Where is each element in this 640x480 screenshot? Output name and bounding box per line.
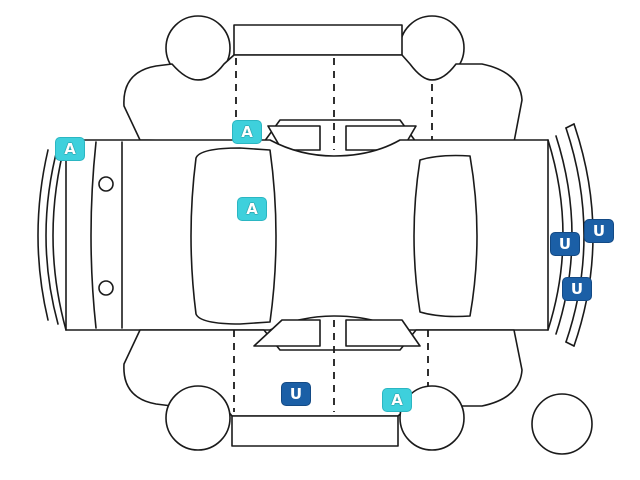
rear-bumper-cap-top (565, 123, 575, 129)
headlight-left (98, 176, 114, 192)
front-wheel-bottom (165, 385, 231, 451)
front-window-bottom (253, 319, 321, 347)
rear-window (413, 154, 478, 318)
headlight-right (98, 280, 114, 296)
rear-bumper-3 (565, 127, 585, 343)
damage-marker-a-rear-fender[interactable]: A (382, 388, 412, 412)
damage-marker-a-hood[interactable]: A (237, 197, 267, 221)
damage-marker-u-rear-bumper-upper[interactable]: U (584, 219, 614, 243)
damage-marker-a-front-bumper[interactable]: A (55, 137, 85, 161)
rear-wheel-bottom (399, 385, 465, 451)
damage-marker-u-rear-bumper-lower[interactable]: U (562, 277, 592, 301)
body-side-top (123, 54, 523, 143)
front-bumper-outer-2 (45, 145, 59, 325)
front-bumper-outer (52, 139, 67, 331)
rear-window-bottom (345, 319, 421, 347)
rear-bumper-cap-bottom (565, 341, 575, 347)
damage-marker-u-rear-door[interactable]: U (281, 382, 311, 406)
rocker-panel-bottom (231, 415, 399, 447)
top-view (37, 123, 594, 347)
front-bumper-inner (90, 141, 97, 329)
spare-wheel (531, 393, 593, 455)
side-view-bottom (123, 319, 523, 451)
front-bumper-outer-3 (37, 149, 49, 321)
rocker-panel-top (233, 24, 403, 56)
side-view-top (123, 15, 523, 151)
front-window-top (267, 125, 321, 151)
damage-marker-u-rear-bumper-middle[interactable]: U (550, 232, 580, 256)
damage-marker-a-pillar[interactable]: A (232, 120, 262, 144)
windshield (190, 147, 277, 325)
